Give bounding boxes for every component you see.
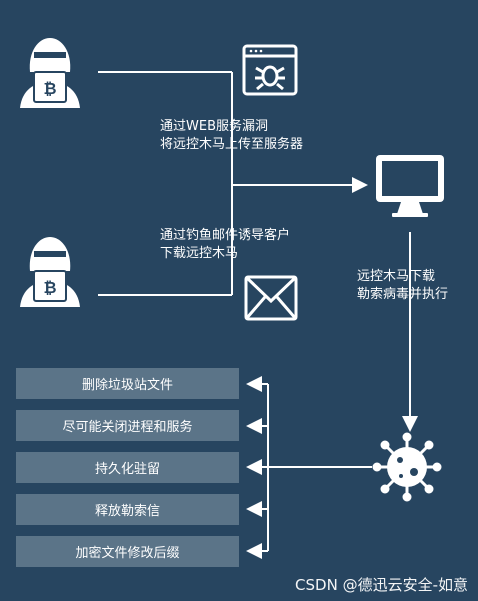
- monitor-icon: [376, 155, 444, 217]
- web-vuln-label-line2: 将远控木马上传至服务器: [160, 137, 304, 152]
- effect-box-encrypt-files: 加密文件修改后缀: [16, 536, 239, 567]
- attacker-top-icon: ₿: [20, 38, 80, 108]
- attacker-bottom-icon: ₿: [20, 237, 80, 307]
- envelope-icon: [244, 275, 298, 321]
- phishing-label-line1: 通过钓鱼邮件诱导客户: [160, 228, 291, 243]
- browser-bug-icon: [242, 44, 298, 96]
- svg-text:₿: ₿: [43, 79, 56, 98]
- effect-box-delete-files: 删除垃圾站文件: [16, 368, 239, 399]
- effect-box-persistence: 持久化驻留: [16, 452, 239, 483]
- svg-text:₿: ₿: [43, 278, 56, 297]
- web-vuln-label-line1: 通过WEB服务漏洞: [160, 119, 268, 134]
- effect-box-kill-processes: 尽可能关闭进程和服务: [16, 410, 239, 441]
- connector-lines: [98, 71, 418, 559]
- trojan-action-line1: 远控木马下载: [357, 269, 436, 284]
- watermark: CSDN @德迅云安全-如意: [295, 576, 468, 594]
- virus-icon: [372, 432, 442, 502]
- trojan-action-line2: 勒索病毒并执行: [357, 287, 449, 302]
- effect-box-ransom-note: 释放勒索信: [16, 494, 239, 525]
- phishing-label-line2: 下载远控木马: [160, 246, 239, 261]
